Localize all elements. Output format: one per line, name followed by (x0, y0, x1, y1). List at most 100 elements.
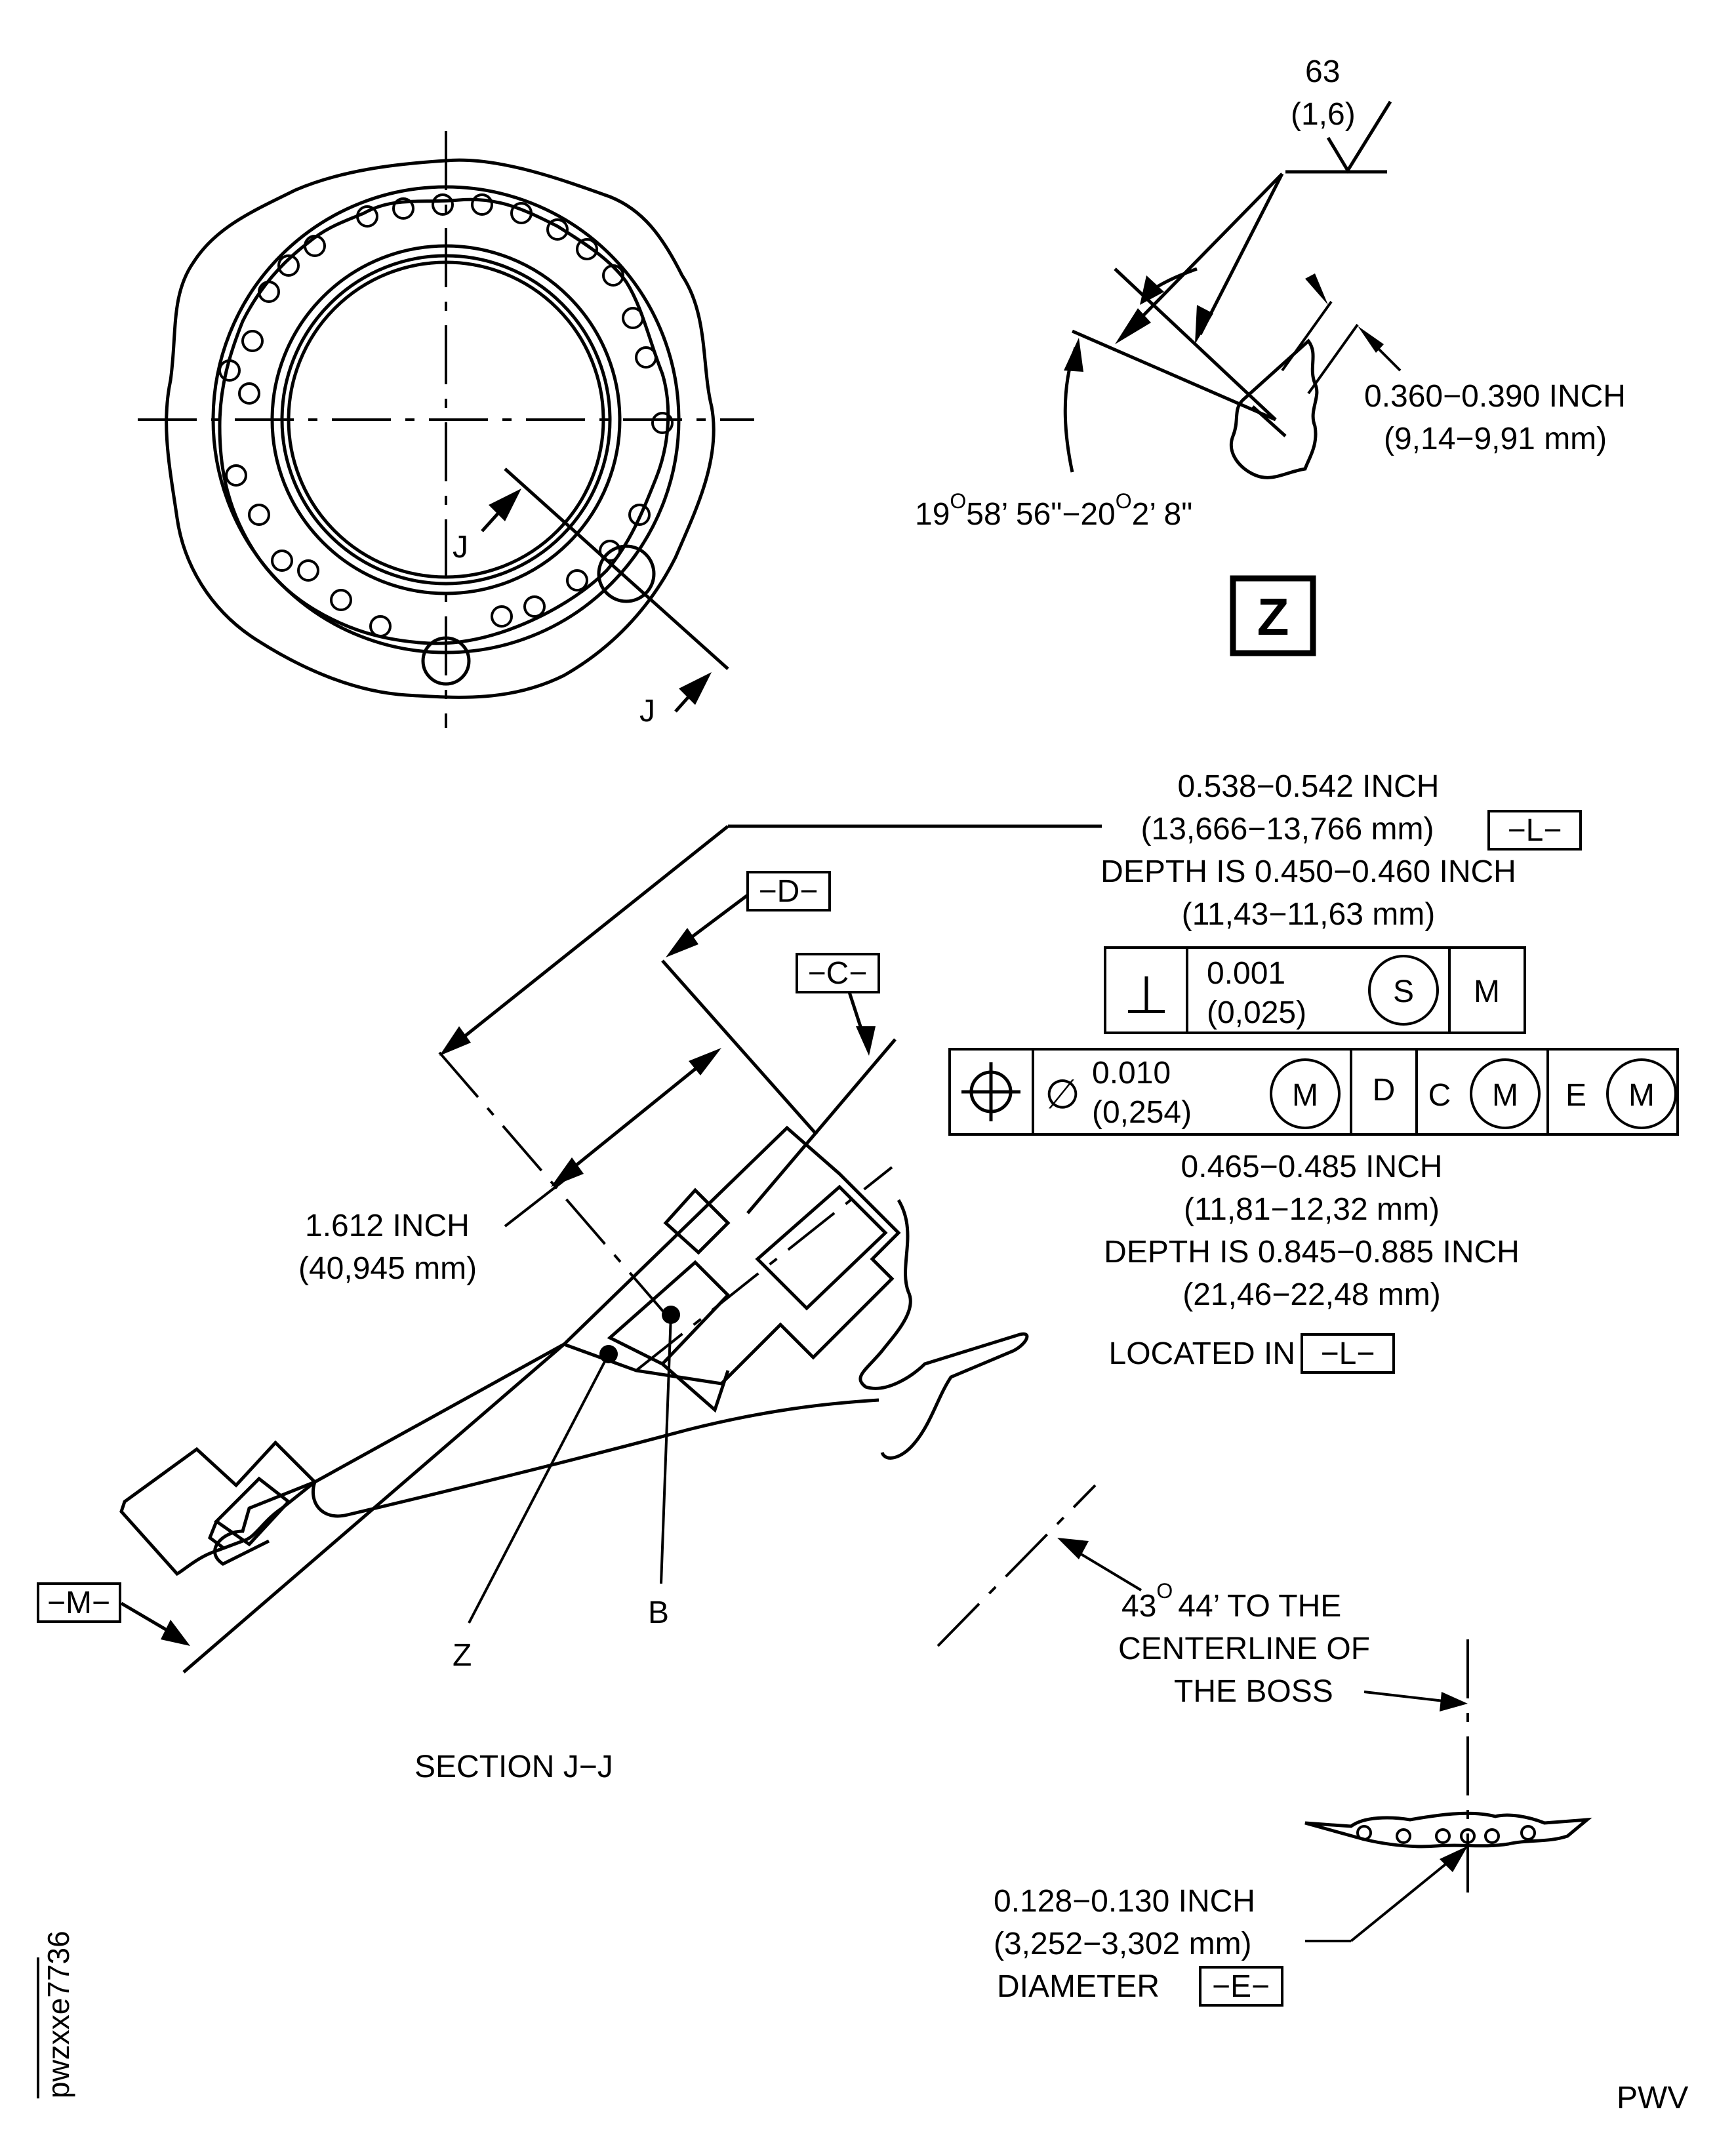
boss-angle-line2: CENTERLINE OF (1118, 1632, 1370, 1666)
bolt-hole (271, 550, 293, 572)
boss-angle-line3: THE BOSS (1174, 1674, 1333, 1709)
thickness-ext-1 (1281, 300, 1333, 372)
bolt-hole (392, 197, 414, 220)
datum-d-leader (681, 894, 749, 946)
bolt-hole (622, 307, 644, 329)
datum-c-label: −C− (808, 956, 868, 991)
small-hole (1484, 1828, 1500, 1844)
length-inch: 1.612 INCH (305, 1209, 470, 1243)
length-leader (504, 1179, 565, 1228)
thickness-ext-2 (1307, 323, 1359, 395)
datum-m-plane (182, 1343, 565, 1673)
thickness-leader (1376, 346, 1402, 372)
boss-angle-leader (1074, 1550, 1142, 1592)
fcf-pos-modifier: M (1292, 1078, 1318, 1113)
bolt-hole (576, 238, 598, 260)
hole-specification: 0.538−0.542 INCH (13,666−13,766 mm) −L− … (1100, 769, 1582, 932)
finish-leader-2 (1198, 172, 1284, 336)
label-z: Z (453, 1638, 472, 1673)
cbore-line1: 0.465−0.485 INCH (1181, 1150, 1443, 1184)
section-title: SECTION J−J (414, 1750, 613, 1784)
hole-spec-line2: (13,666−13,766 mm) (1141, 812, 1434, 847)
datum-l-frame (1487, 810, 1582, 851)
datum-d-arrow (666, 928, 698, 957)
datum-m-frame (37, 1582, 121, 1623)
bolt-hole (635, 346, 657, 369)
fcf-perp-datum: M (1474, 974, 1500, 1009)
datum-m-arrow (161, 1620, 190, 1646)
bolt-hole (651, 412, 674, 434)
hole-bore (607, 1260, 731, 1413)
section-label-lower: J (639, 694, 655, 729)
surface-finish-symbol (1285, 100, 1392, 174)
counterbore-specification: 0.465−0.485 INCH (11,81−12,32 mm) DEPTH … (1104, 1150, 1520, 1374)
thickness-inch: 0.360−0.390 INCH (1364, 379, 1626, 414)
perpendicularity-symbol: ⊥ (1123, 966, 1169, 1024)
surface-finish-metric: (1,6) (1291, 97, 1356, 132)
chamfer-face-line (1072, 329, 1276, 422)
position-symbol (961, 1062, 1020, 1121)
fcf-pos-modifier-circle (1270, 1058, 1341, 1129)
bolt-hole (566, 569, 588, 591)
fcf-pos-frame (948, 1048, 1679, 1136)
hole-dia-line2: (3,252−3,302 mm) (994, 1927, 1252, 1961)
cbore-line3: DEPTH IS 0.845−0.885 INCH (1104, 1235, 1520, 1270)
boss-step (663, 1188, 731, 1255)
datum-c-frame (796, 953, 880, 993)
counterbore-outline (755, 1184, 888, 1311)
boss-row-profile (1304, 1811, 1592, 1849)
fcf-position: ∅ 0.010 (0,254) M D C M E M (948, 1048, 1679, 1136)
datum-e-frame (1199, 1966, 1283, 2007)
datum-c-arrow (856, 1026, 876, 1056)
small-hole (1396, 1828, 1411, 1844)
bolt-hole (304, 235, 326, 257)
fcf-pos-datum-1: D (1373, 1073, 1396, 1108)
datum-l-label: −L− (1508, 813, 1562, 848)
angle-tolerance: 19O58’ 56"−20O2’ 8" (915, 489, 1192, 532)
bolt-hole (599, 540, 621, 562)
view-z-detail: 63 (1,6) 0.360−0.390 INCH (9,14−9,91 mm)… (915, 54, 1626, 656)
bolt-hole (238, 382, 260, 405)
bolt-holes (218, 193, 674, 637)
boss-centerline-diagonal (937, 1484, 1097, 1647)
boss-hole-right (597, 544, 656, 603)
figure-identifier: pwzxxe7736 (37, 1931, 75, 2098)
bolt-hole (471, 193, 493, 216)
leader-arrow-l (439, 1026, 471, 1056)
boss-line3-arrow (1440, 1692, 1468, 1712)
finish-leader-arrow-1 (1115, 308, 1151, 344)
bolt-hole (225, 464, 247, 487)
bolt-hole (523, 595, 546, 618)
figure-id: pwzxxe7736 (41, 1931, 75, 2098)
section-arrow-upper (489, 489, 521, 521)
boss-line3-leader (1363, 1691, 1450, 1703)
cbore-line4: (21,46−22,48 mm) (1182, 1277, 1441, 1312)
fcf-pos-datum-3: E (1565, 1078, 1586, 1113)
cbore-line2: (11,81−12,32 mm) (1184, 1192, 1440, 1227)
fcf-pos-datum-3-mod-circle (1606, 1058, 1677, 1129)
cbore-datum-l-frame (1301, 1333, 1395, 1374)
boss-section-profile (561, 1125, 901, 1386)
datum-m-label: −M− (47, 1586, 110, 1620)
section-label-upper: J (453, 530, 468, 565)
fcf-perp-tol-inch: 0.001 (1207, 956, 1285, 991)
hole-spec-line4: (11,43−11,63 mm) (1182, 897, 1435, 932)
hole-dia-line1: 0.128−0.130 INCH (994, 1884, 1255, 1919)
bolt-hole (258, 281, 280, 303)
chamfer-reference-line (1114, 268, 1277, 421)
section-cut-line (504, 468, 729, 670)
finish-leader-1 (1123, 172, 1283, 336)
angle-arc-arrow-lower (1064, 338, 1083, 372)
thickness-mm: (9,14−9,91 mm) (1384, 422, 1607, 456)
bolt-hole (297, 559, 319, 582)
bolt-hole (432, 193, 454, 216)
fcf-pos-datum-2-mod: M (1492, 1078, 1518, 1113)
thickness-arrow-2 (1358, 326, 1384, 353)
cbore-datum-l: −L− (1321, 1336, 1375, 1371)
bolt-hole (330, 589, 352, 611)
small-hole (1435, 1828, 1451, 1844)
view-label-box-outer (1230, 575, 1316, 656)
hole-dia-arrow (1440, 1846, 1468, 1872)
